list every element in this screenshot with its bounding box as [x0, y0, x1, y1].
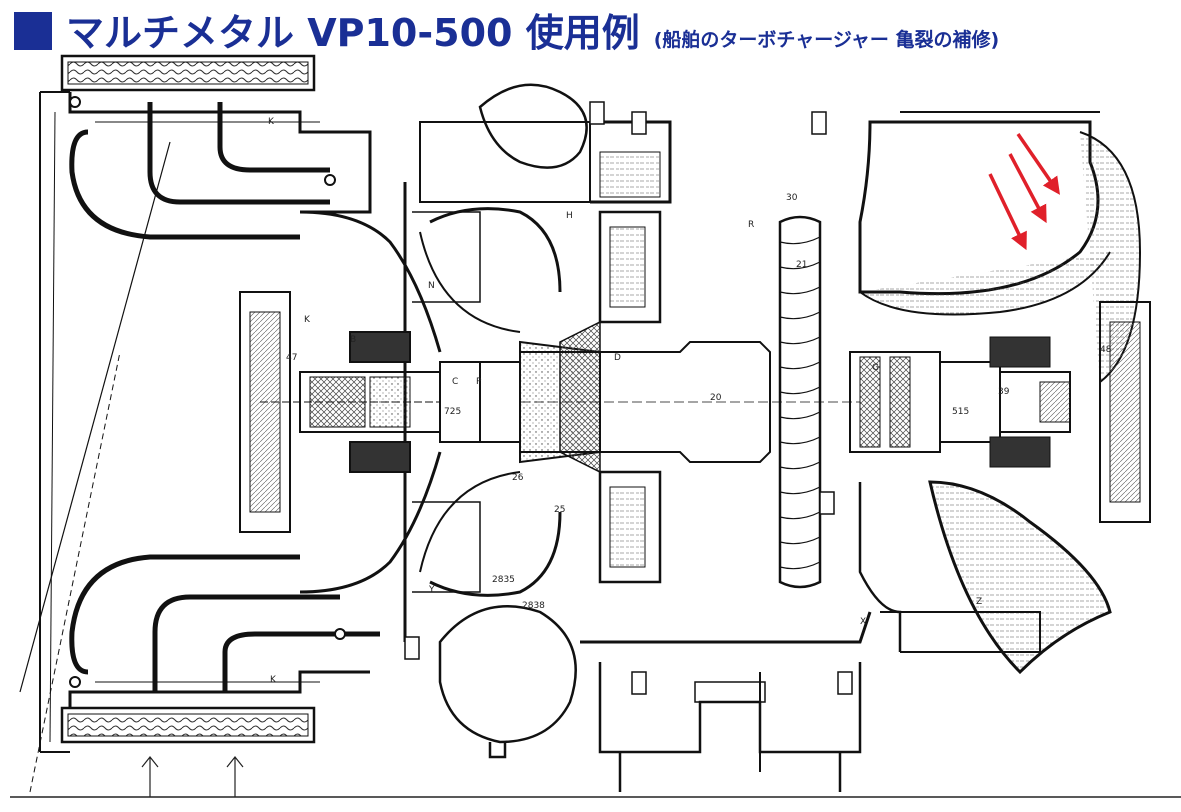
label-2835: 2835: [492, 575, 515, 585]
label-p: P: [476, 377, 482, 387]
label-25: 25: [554, 505, 565, 515]
label-x: X: [860, 617, 866, 627]
label-39: 39: [998, 387, 1010, 397]
label-g: G: [872, 363, 879, 373]
rotor-shaft: [519, 120, 860, 584]
left-bearing-assembly: [239, 291, 521, 533]
page-title: マルチメタル VP10-500 使用例: [66, 11, 640, 55]
label-z: Z: [976, 597, 982, 607]
label-b: B: [350, 335, 356, 345]
label-r: R: [748, 220, 754, 230]
label-48: 48: [1100, 345, 1112, 355]
crack-arrow-1: [988, 173, 1027, 251]
label-c: C: [452, 377, 458, 387]
label-d: D: [614, 353, 621, 363]
label-26: 26: [512, 473, 524, 483]
crack-location-arrows: [988, 133, 1060, 251]
intake-section: [19, 54, 380, 793]
turbine-gas-casing: [849, 111, 1151, 675]
label-21: 21: [796, 260, 807, 270]
label-515: 515: [952, 407, 969, 417]
label-725: 725: [444, 407, 461, 417]
label-k3: K: [270, 675, 277, 685]
page-header: マルチメタル VP10-500 使用例 (船舶のターボチャージャー 亀裂の補修): [14, 2, 1000, 55]
diagram-labels: K H R 30 21 N K 47 C P 725 20 G 515 39 4…: [268, 117, 1112, 685]
label-n: N: [428, 281, 435, 291]
title-bullet-square: [14, 12, 52, 50]
airflow-arrows: [141, 756, 244, 797]
page-subtitle: (船舶のターボチャージャー 亀裂の補修): [653, 29, 1000, 51]
label-h: H: [566, 211, 573, 221]
label-20: 20: [710, 393, 722, 403]
label-k1: K: [268, 117, 275, 127]
bolts: [404, 101, 853, 695]
label-30: 30: [786, 193, 798, 203]
turbine-wheel: [778, 215, 822, 589]
crack-arrow-3: [1016, 133, 1060, 195]
label-47: 47: [286, 353, 297, 363]
label-k2: K: [304, 315, 311, 325]
turbocharger-cross-section-diagram: K H R 30 21 N K 47 C P 725 20 G 515 39 4…: [10, 54, 1181, 798]
bottom-pedestal: [580, 611, 872, 792]
crack-arrow-2: [1008, 153, 1047, 224]
label-2838: 2838: [522, 601, 545, 611]
label-y: Y: [428, 585, 435, 595]
